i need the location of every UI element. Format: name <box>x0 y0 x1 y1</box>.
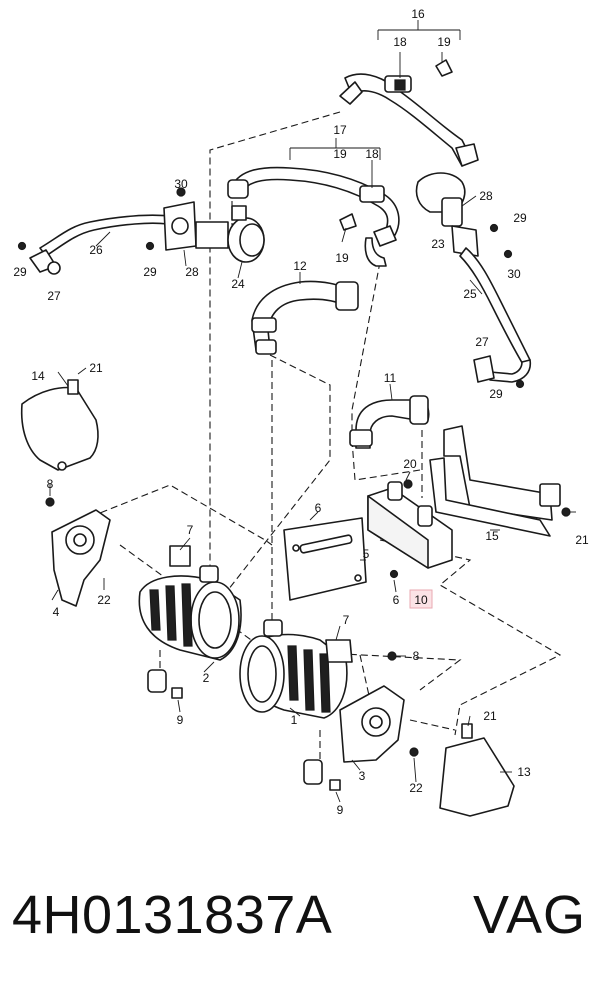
callout-29: 29 <box>143 265 157 279</box>
callout-28: 28 <box>479 189 493 203</box>
callout-29: 29 <box>489 387 503 401</box>
callout-25: 25 <box>463 287 477 301</box>
air-pump-1 <box>239 619 353 791</box>
callout-17: 17 <box>333 123 347 137</box>
callout-9: 9 <box>177 713 184 727</box>
callout-26: 26 <box>89 243 103 257</box>
callout-18: 18 <box>393 35 407 49</box>
callout-8: 8 <box>47 477 54 491</box>
callout-19: 19 <box>333 147 347 161</box>
parts-diagram: 16 18 19 17 19 18 30 28 29 23 26 19 29 2… <box>13 7 589 817</box>
leader-lines <box>49 20 576 803</box>
heat-shield-14 <box>20 379 99 471</box>
callout-30: 30 <box>174 177 188 191</box>
callout-21: 21 <box>483 709 497 723</box>
heat-shield-13 <box>439 723 515 817</box>
highlight-box-10 <box>409 589 433 609</box>
callout-12: 12 <box>293 259 307 273</box>
callout-24: 24 <box>231 277 245 291</box>
callout-6: 6 <box>315 501 322 515</box>
brand-name: VAG <box>472 885 586 945</box>
callout-27: 27 <box>475 335 489 349</box>
callout-23: 23 <box>431 237 445 251</box>
bracket-4 <box>45 497 111 607</box>
hose-11 <box>349 395 430 449</box>
callout-19: 19 <box>335 251 349 265</box>
callout-7: 7 <box>187 523 194 537</box>
bracket-3 <box>339 651 419 763</box>
callout-29: 29 <box>13 265 27 279</box>
control-unit-10 <box>367 479 453 569</box>
pipe-25-assembly <box>415 172 532 389</box>
callout-6: 6 <box>393 593 400 607</box>
callout-1: 1 <box>291 713 298 727</box>
air-pump-2 <box>138 545 242 699</box>
callout-9: 9 <box>337 803 344 817</box>
callout-22: 22 <box>97 593 111 607</box>
footer: 4H0131837A VAG <box>0 880 600 950</box>
hose-12 <box>251 280 359 355</box>
callout-7: 7 <box>343 613 350 627</box>
callout-13: 13 <box>517 765 531 779</box>
callout-22: 22 <box>409 781 423 795</box>
bracket-15 <box>429 425 571 537</box>
callout-14: 14 <box>31 369 45 383</box>
part-number: 4H0131837A <box>12 885 333 945</box>
callout-2: 2 <box>203 671 210 685</box>
callout-11: 11 <box>384 371 397 385</box>
callout-10: 10 <box>414 593 428 607</box>
callout-28: 28 <box>185 265 199 279</box>
callout-21: 21 <box>575 533 589 547</box>
callout-30: 30 <box>507 267 521 281</box>
callout-3: 3 <box>359 769 366 783</box>
callout-27: 27 <box>47 289 61 303</box>
callout-5: 5 <box>363 547 370 561</box>
callout-4: 4 <box>53 605 60 619</box>
callout-labels: 16 18 19 17 19 18 30 28 29 23 26 19 29 2… <box>13 7 589 817</box>
hose-assembly-16 <box>339 59 479 167</box>
callout-20: 20 <box>403 457 417 471</box>
bracket-5 <box>283 517 399 601</box>
callout-21: 21 <box>89 361 103 375</box>
hose-17 <box>227 166 400 267</box>
callout-15: 15 <box>485 529 499 543</box>
callout-19: 19 <box>437 35 451 49</box>
pipe-26-assembly <box>17 187 265 275</box>
callout-16: 16 <box>411 7 425 21</box>
callout-8: 8 <box>413 649 420 663</box>
callout-29: 29 <box>513 211 527 225</box>
callout-18: 18 <box>365 147 379 161</box>
